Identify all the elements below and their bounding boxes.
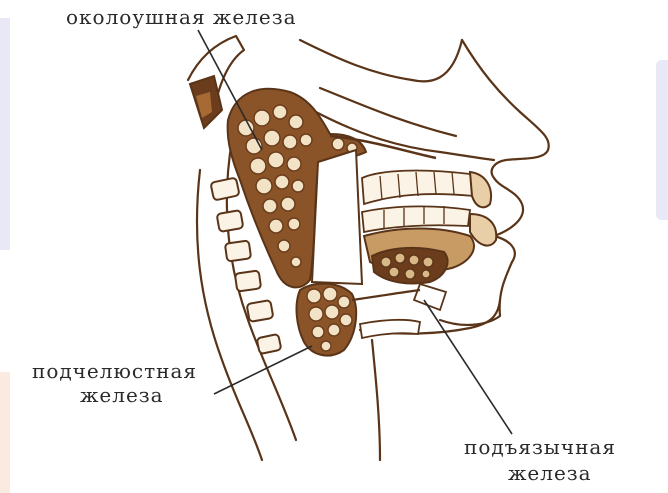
palate-line [320, 88, 456, 136]
label-submandibular-gland-line2: железа [80, 384, 164, 406]
lips [470, 172, 496, 246]
ear-cartilage [190, 76, 222, 128]
leader-sublingual [424, 300, 512, 434]
teeth [362, 171, 474, 232]
chin-line [440, 262, 512, 325]
label-submandibular-gland-line1: подчелюстная [32, 360, 197, 382]
sublingual-gland [372, 248, 448, 310]
submandibular-gland [297, 284, 357, 356]
label-sublingual-gland-line2: железа [508, 462, 592, 484]
masseter-block [312, 150, 362, 284]
upper-skull-line [300, 40, 462, 81]
label-sublingual-gland-line1: подъязычная [464, 436, 616, 458]
submandibular-duct [352, 290, 420, 300]
neck-front [372, 340, 380, 460]
hyoid-structure [360, 320, 420, 338]
label-parotid-gland: околоушная железа [66, 6, 297, 28]
